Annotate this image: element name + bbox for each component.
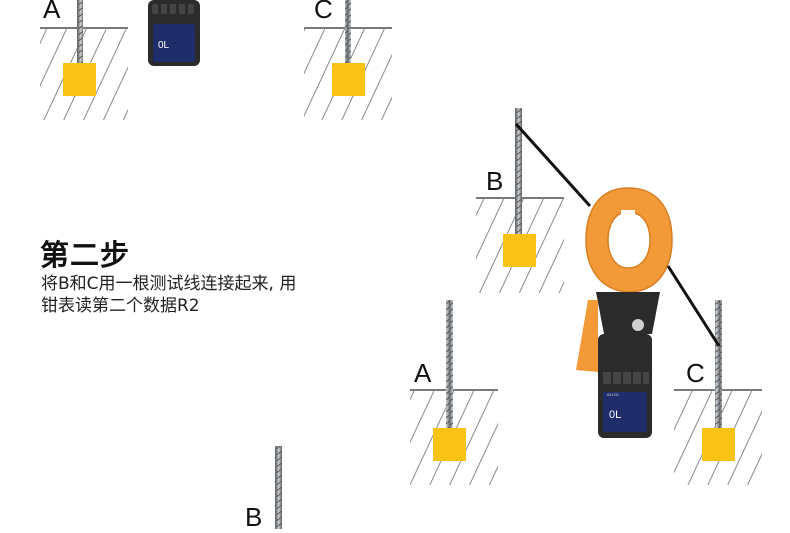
rebar-rod-icon [345,0,351,75]
step-desc-line-2: 钳表读第二个数据R2 [41,296,200,316]
meter-button [623,372,631,384]
trigger-button [632,319,644,331]
clamp-lever [576,300,598,372]
electrode-mid-a: A [410,300,498,485]
step-title: 第二步 [40,238,131,272]
meter-readout: 0L [609,409,621,421]
clamp-meter-icon: 6412D 0L [576,187,673,438]
test-wire-b-segment [514,122,592,208]
rebar-rod-icon [446,300,453,440]
label-top-a: A [43,0,61,24]
electrode-block [702,428,735,461]
label-mid-b: B [486,166,503,196]
rebar-rod-icon [275,446,282,529]
clamp-jaw [585,187,673,293]
electrode-top-c: C [304,0,392,120]
electrode-block [63,63,96,96]
meter-button [643,372,649,384]
electrode-block [332,63,365,96]
step-description: 将B和C用一根测试线连接起来, 用 钳表读第二个数据R2 [41,273,371,317]
rebar-rod-icon [515,108,522,248]
jaw-gap [621,210,635,216]
clamp-meter-icon-top: 0L [148,0,200,66]
label-top-c: C [314,0,333,24]
step-desc-line-1: 将B和C用一根测试线连接起来, 用 [41,274,297,294]
label-mid-a: A [414,358,432,388]
electrode-top-a: A [40,0,128,120]
label-mid-c: C [686,358,705,388]
electrode-block [433,428,466,461]
meter-button [633,372,641,384]
meter-lcd [603,392,647,432]
electrode-block [503,234,536,267]
electrode-mid-c: C [674,300,762,485]
meter-model: 6412D [607,392,619,397]
top-meter-readout: 0L [158,40,170,51]
test-wire-c-segment [666,265,721,347]
meter-button [613,372,621,384]
meter-neck [596,292,660,334]
electrode-bottom-b: B [245,446,282,532]
meter-button [603,372,611,384]
rebar-rod-icon [77,0,83,75]
electrode-mid-b: B [476,108,564,293]
label-bottom-b: B [245,502,262,529]
rebar-rod-icon [715,300,722,440]
